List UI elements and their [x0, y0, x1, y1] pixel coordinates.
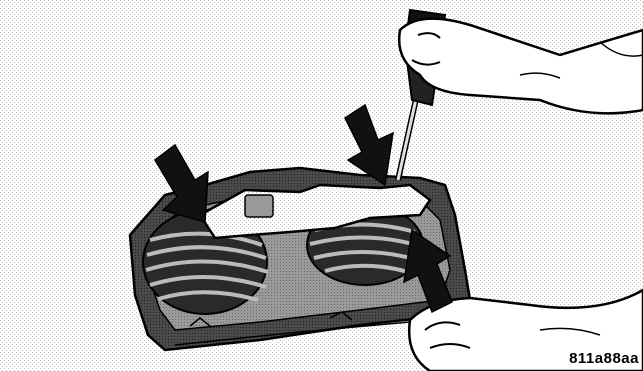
figure-caption: 811a88aa: [569, 350, 639, 367]
